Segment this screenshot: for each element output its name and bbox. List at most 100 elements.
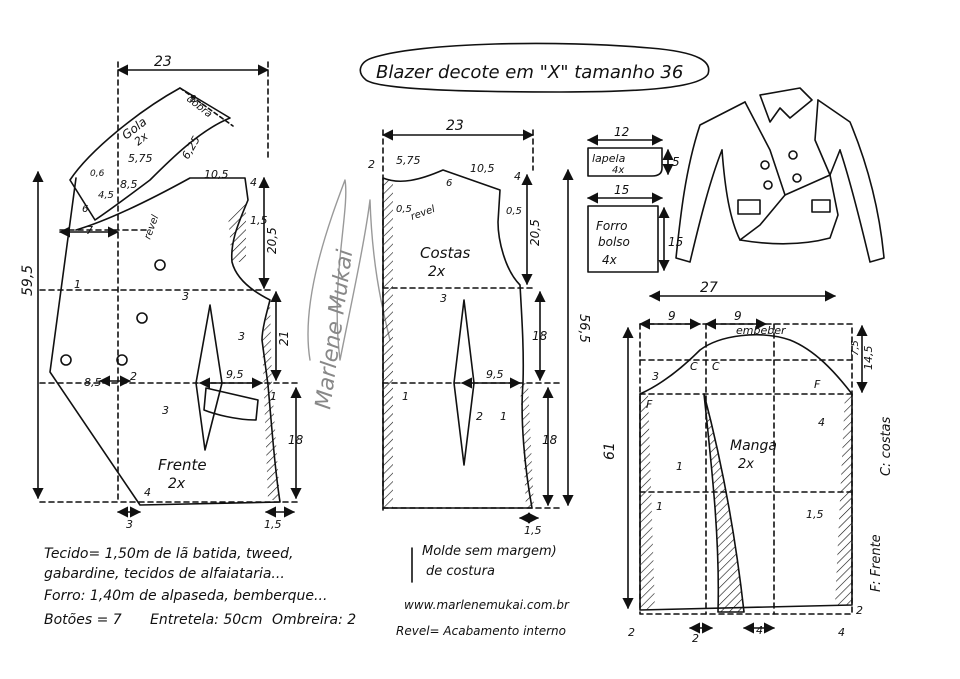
- front-v3-dart: 3: [162, 404, 169, 417]
- note-seam-2: de costura: [426, 564, 495, 579]
- note-lining: Forro: 1,40m de alpaseda, bemberque...: [44, 588, 328, 604]
- front-width-top: 23: [154, 54, 172, 70]
- front-v4: 4: [144, 486, 151, 499]
- sleeve-half-b: 9: [734, 309, 742, 323]
- front-shoulder-drop: 4: [250, 176, 257, 189]
- sleeve-mark-f2: F: [814, 378, 821, 391]
- front-v825: 8,5: [120, 178, 138, 191]
- front-collar-fold: dobra: [184, 94, 214, 121]
- note-fabric: Tecido= 1,50m de lã batida, tweed,: [44, 546, 294, 562]
- signature-mark: [307, 179, 391, 361]
- back-v0-5a: 0,5: [396, 204, 412, 215]
- sleeve-mark-c2: C: [712, 360, 720, 373]
- front-dart: [195, 304, 223, 451]
- front-button: [60, 354, 72, 366]
- front-v3-bottom: 3: [126, 518, 133, 531]
- sleeve-mark-f: F: [646, 398, 653, 411]
- front-button-off: 8,5: [84, 376, 102, 389]
- pocket-lining-piece: [586, 192, 670, 273]
- back-label: Costas: [420, 244, 471, 262]
- front-v1b: 1: [270, 390, 277, 403]
- note-shoulder-pad: Ombreira: 2: [272, 612, 357, 628]
- back-v6: 6: [446, 178, 452, 189]
- front-button: [154, 259, 166, 271]
- front-v1-5: 1,5: [250, 214, 268, 227]
- back-neck-drop: 2: [368, 158, 375, 171]
- lapel-width: 12: [614, 125, 629, 139]
- back-revel: revel: [409, 204, 437, 223]
- back-v1-5: 1,5: [524, 524, 542, 537]
- back-dart: [453, 299, 475, 466]
- front-v3: 3: [182, 290, 189, 303]
- blazer-illustration: [675, 87, 885, 263]
- sleeve-width: 27: [700, 280, 718, 296]
- sleeve-v1b: 1: [656, 500, 663, 513]
- front-total-len: 59,5: [20, 265, 36, 296]
- front-label: Frente: [158, 456, 207, 474]
- sleeve-ease: embeber: [736, 324, 787, 337]
- front-lower: 18: [288, 433, 304, 447]
- sleeve-legend-c: C: costas: [879, 416, 894, 476]
- signature-text: Marlene Mukai: [311, 248, 358, 411]
- sleeve-mark-c: C: [690, 360, 698, 373]
- front-v1-arm: 1: [74, 278, 81, 291]
- sleeve-v4: 4: [818, 416, 825, 429]
- sleeve-cap-h1: 7,5: [850, 340, 861, 356]
- back-v1: 1: [402, 390, 409, 403]
- front-chest-depth: 20,5: [265, 227, 279, 254]
- sleeve-qty: 2x: [738, 457, 754, 472]
- front-collar-h: 6,25: [179, 134, 203, 162]
- sleeve-legend-f: F: Frente: [869, 534, 884, 592]
- sleeve-v4c: 4: [838, 626, 845, 639]
- back-v0-5b: 0,5: [506, 206, 522, 217]
- back-v1-right: 1: [500, 410, 507, 423]
- front-button: [136, 312, 148, 324]
- front-piece: [32, 61, 302, 518]
- back-width-top: 23: [446, 118, 464, 134]
- back-v2: 2: [476, 410, 483, 423]
- front-collar: [69, 87, 231, 221]
- back-total-len: 56,5: [576, 314, 591, 343]
- front-shoulder: 10,5: [204, 168, 229, 181]
- back-v3: 3: [440, 292, 447, 305]
- lapel-height: 5: [672, 155, 680, 169]
- front-v6: 6: [82, 204, 88, 215]
- back-lower: 18: [542, 433, 558, 447]
- pocket-height: 15: [668, 235, 683, 249]
- title-frame: [359, 42, 710, 93]
- front-neck: 5,75: [128, 152, 153, 165]
- front-dart-w: 9,5: [226, 368, 244, 381]
- note-buttons: Botões = 7: [44, 612, 122, 628]
- front-v3b: 3: [238, 330, 245, 343]
- sleeve-piece: [622, 290, 868, 634]
- back-qty: 2x: [428, 264, 446, 280]
- note-website: www.marlenemukai.com.br: [404, 598, 569, 612]
- back-shoulder-drop: 4: [514, 170, 521, 183]
- pocket-label-1: Forro: [596, 219, 627, 233]
- sleeve-half-a: 9: [668, 309, 676, 323]
- sleeve-v2b: 2: [692, 632, 699, 645]
- front-revel: revel: [142, 213, 161, 241]
- sleeve-v2c: 2: [856, 604, 863, 617]
- note-interfacing: Entretela: 50cm: [150, 612, 263, 628]
- back-piece: [381, 129, 574, 524]
- page-title: Blazer decote em "X" tamanho 36: [376, 62, 683, 83]
- sleeve-cap-h2: 14,5: [862, 346, 875, 371]
- front-side: 21: [277, 331, 291, 346]
- lapel-label: lapela: [592, 152, 626, 165]
- sleeve-v1: 1: [676, 460, 683, 473]
- note-fabric-2: gabardine, tecidos de alfaiataria...: [44, 566, 285, 582]
- front-button: [116, 354, 128, 366]
- back-chest: 20,5: [528, 219, 542, 246]
- sleeve-v4b: 4: [756, 624, 763, 637]
- lapel-piece: [586, 134, 674, 177]
- note-revel: Revel= Acabamento interno: [396, 624, 566, 638]
- front-pocket: [203, 387, 259, 421]
- lapel-qty: 4x: [612, 165, 624, 176]
- front-v0-6: 0,6: [90, 169, 105, 179]
- note-seam-1: Molde sem margem): [422, 544, 557, 559]
- sleeve-v2a: 2: [628, 626, 635, 639]
